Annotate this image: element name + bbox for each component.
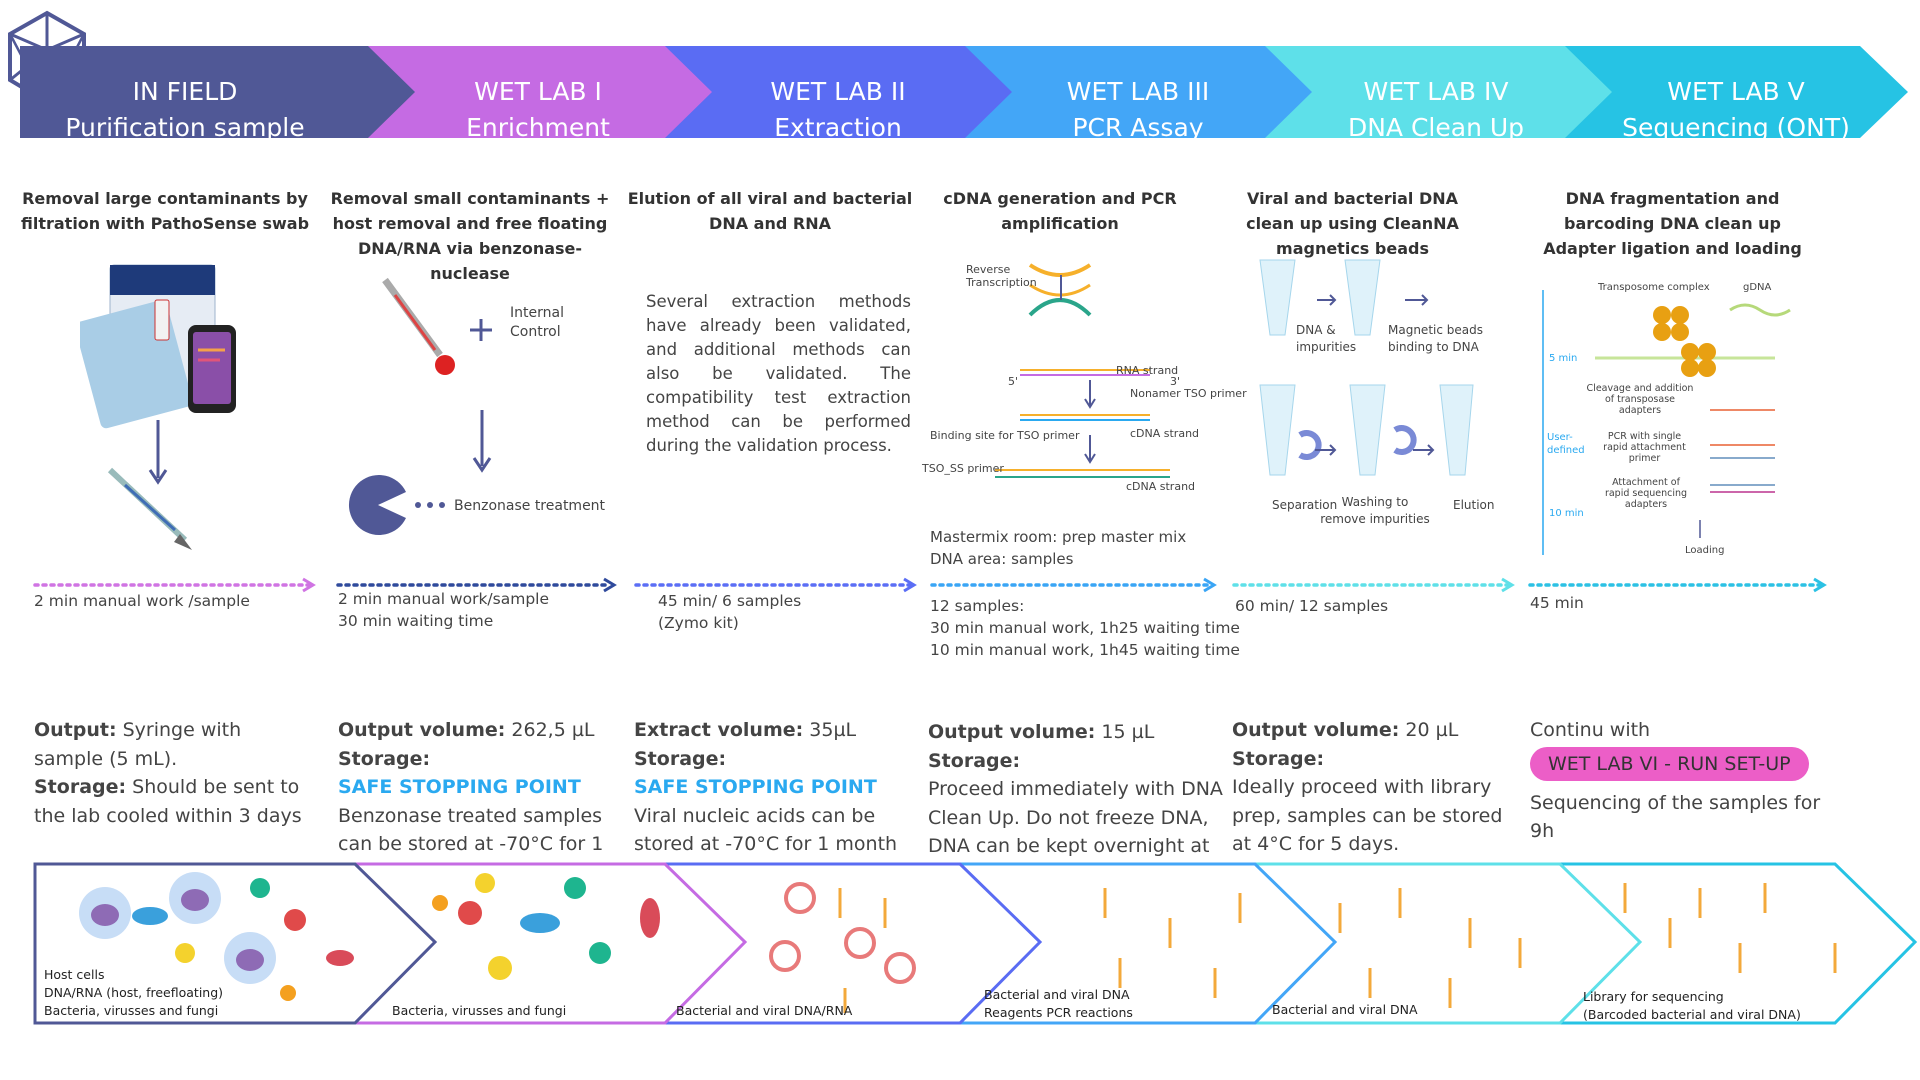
stage-3-time: 45 min/ 6 samples(Zymo kit) <box>658 592 802 632</box>
attachment-label: Attachment of rapid sequencing adapters <box>1604 477 1688 510</box>
stage-6-description: DNA fragmentation and barcoding DNA clea… <box>1543 189 1802 258</box>
safe-stopping-point: SAFE STOPPING POINT <box>634 776 877 798</box>
swab-kit-illustration <box>80 264 236 550</box>
transposome-label: Transposome complex <box>1598 282 1710 293</box>
stage-5-output: Output volume: 20 µL Storage: Ideally pr… <box>1232 719 1503 855</box>
bottom-label-2: Bacteria, virusses and fungi <box>392 1003 567 1018</box>
timeline-arrow-4 <box>930 577 1217 593</box>
loading-label: Loading <box>1685 545 1725 556</box>
stage-4-time: 12 samples:30 min manual work, 1h25 wait… <box>930 597 1240 659</box>
stage-6-time: 45 min <box>1530 594 1584 612</box>
dna-impurities-label: DNA & impurities <box>1296 323 1357 354</box>
stage-3-output: Extract volume: 35µL Storage: SAFE STOPP… <box>634 716 916 859</box>
stage-4-output: Output volume: 15 µL Storage: Proceed im… <box>928 721 1223 886</box>
internal-control-label: Internal Control <box>510 305 564 340</box>
reverse-transcription-label: Reverse Transcription <box>966 263 1037 289</box>
stage-1-description: Removal large contaminants by filtration… <box>20 189 310 233</box>
gdna-label: gDNA <box>1743 282 1772 293</box>
bottom-label-5: Bacterial and viral DNA <box>1272 1002 1418 1017</box>
cleavage-label: Cleavage and addition of transposase ada… <box>1586 383 1694 416</box>
extraction-paragraph: Several extraction methods have already … <box>646 292 911 455</box>
safe-stopping-point: SAFE STOPPING POINT <box>338 776 581 798</box>
benzonase-illustration <box>348 277 492 535</box>
chevron-stage-6 <box>1515 46 1908 138</box>
stage-2-description: Removal small contaminants + host remova… <box>330 189 610 283</box>
host-cell-icons <box>79 872 354 1001</box>
separation-label: Separation <box>1272 498 1338 512</box>
chevron-stage-1 <box>20 46 415 138</box>
cdna-strand-2-label: cDNA strand <box>1126 480 1196 493</box>
benzonase-label: Benzonase treatment <box>454 498 606 514</box>
rna-strand-label: RNA strand <box>1116 364 1179 377</box>
chevron-stage-4 <box>915 46 1312 138</box>
stage-3-description: Elution of all viral and bacterial DNA a… <box>627 189 913 233</box>
sequencing-illustration <box>1542 290 1791 555</box>
stage-5-time: 60 min/ 12 samples <box>1235 597 1389 615</box>
timeline-arrow-6 <box>1528 577 1827 593</box>
stage-chevrons <box>20 46 1908 138</box>
ten-min-label: 10 min <box>1549 508 1584 519</box>
user-defined-label: User-defined <box>1547 432 1585 456</box>
five-prime-label: 5' <box>1008 375 1019 388</box>
timeline-arrow-1 <box>33 577 316 593</box>
binding-site-label: Binding site for TSO primer <box>930 429 1080 442</box>
elution-label: Elution <box>1453 498 1495 512</box>
stage-1-output: Output: Syringe with sample (5 mL). Stor… <box>34 719 302 827</box>
stage-6-output: Continu with WET LAB VI - RUN SET-UP Seq… <box>1530 719 1821 842</box>
nonamer-label: Nonamer TSO primer <box>1130 387 1247 400</box>
bottom-label-6: Library for sequencing(Barcoded bacteria… <box>1583 989 1801 1022</box>
bacteria-icons <box>432 873 660 980</box>
magnetic-beads-label: Magnetic beads binding to DNA <box>1388 323 1483 354</box>
stage-4-description: cDNA generation and PCR amplification <box>943 189 1177 233</box>
cdna-strand-label: cDNA strand <box>1130 427 1200 440</box>
chevron-stage-2 <box>322 46 712 138</box>
bottom-label-3: Bacterial and viral DNA/RNA <box>676 1003 853 1018</box>
run-setup-pill[interactable]: WET LAB VI - RUN SET-UP <box>1530 746 1809 781</box>
chevron-stage-3 <box>615 46 1012 138</box>
stage-2-output: Output volume: 262,5 µL Storage: SAFE ST… <box>338 716 618 887</box>
cleanup-illustration <box>1259 259 1474 476</box>
five-min-label: 5 min <box>1549 353 1578 364</box>
extract-icons <box>769 882 916 984</box>
timeline-arrow-3 <box>634 577 917 593</box>
pcr-primer-label: PCR with single rapid attachment primer <box>1603 431 1686 464</box>
stage-1-time: 2 min manual work /sample <box>34 592 250 610</box>
tso-ss-label: TSO_SS primer <box>922 462 1004 475</box>
timeline-arrow-5 <box>1232 577 1515 593</box>
stage-5-description: Viral and bacterial DNA clean up using C… <box>1246 189 1459 258</box>
sample-state-strip <box>33 862 1918 1025</box>
pcr-illustration <box>995 263 1170 478</box>
timeline-arrow-2 <box>336 577 617 593</box>
three-prime-label: 3' <box>1170 375 1181 388</box>
washing-label: Washing to remove impurities <box>1320 495 1430 526</box>
dna-icons <box>838 883 1837 1013</box>
chevron-stage-5 <box>1215 46 1612 138</box>
